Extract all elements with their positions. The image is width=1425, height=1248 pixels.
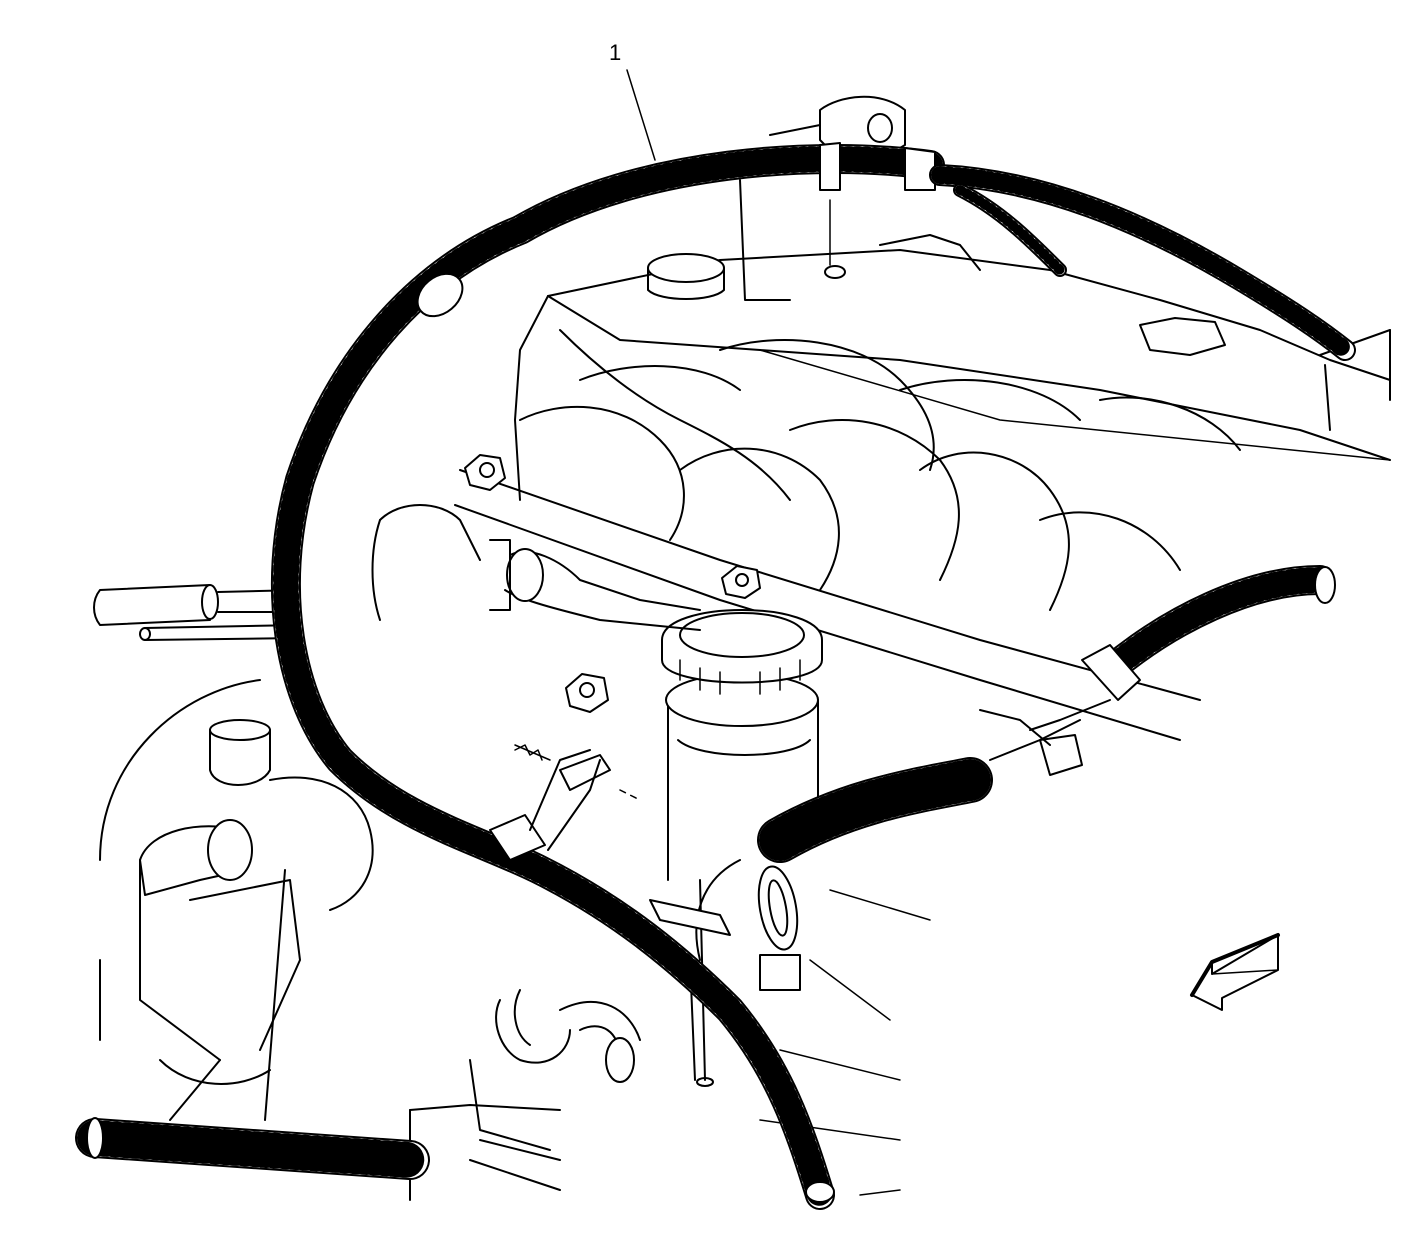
main-wiring-harness (270, 142, 945, 1210)
manifold-bolts (464, 454, 761, 713)
intake-manifold (454, 249, 1391, 741)
left-tubes (93, 584, 301, 641)
callout-label-1: 1 (609, 40, 621, 65)
rear-bracket (739, 95, 906, 301)
bottom-left-harness (75, 1117, 430, 1180)
left-elbow-hose (371, 504, 701, 631)
fill-cap (647, 253, 725, 300)
right-lower-harness (695, 565, 1336, 991)
upper-right-harness (929, 164, 1356, 361)
lower-right-lines (759, 889, 931, 1196)
lower-block (409, 1104, 561, 1201)
ground-stud (514, 744, 731, 936)
oil-fill-cap (661, 609, 823, 695)
left-lower-components (99, 679, 374, 1121)
direction-arrow-icon (1190, 933, 1280, 1011)
callout-1: 1 (609, 40, 656, 161)
